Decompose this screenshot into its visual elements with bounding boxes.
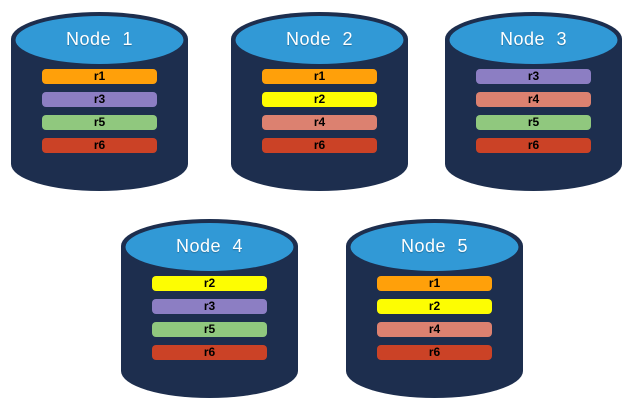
- cylinder-top-ellipse: [15, 16, 184, 64]
- replica-bar: r6: [152, 345, 267, 360]
- node-3: Node 3 r3 r4 r5 r6: [445, 12, 622, 191]
- replica-bar: r6: [476, 138, 591, 153]
- cylinder-top-ellipse: [125, 223, 294, 271]
- replica-bar: r2: [152, 276, 267, 291]
- node-title: Node 2: [285, 28, 354, 49]
- node-2: Node 2 r1 r2 r4 r6: [231, 12, 408, 191]
- node-1: Node 1 r1 r3 r5 r6: [11, 12, 188, 191]
- node-title: Node 5: [400, 235, 469, 256]
- replica-bar: r4: [377, 322, 492, 337]
- cylinder-top-ellipse: [449, 16, 618, 64]
- replica-bar: r5: [476, 115, 591, 130]
- replica-bar: r4: [262, 115, 377, 130]
- node-title: Node 1: [65, 28, 134, 49]
- replica-bar: r6: [262, 138, 377, 153]
- node-title: Node 3: [499, 28, 568, 49]
- replica-bar: r4: [476, 92, 591, 107]
- replica-bar: r3: [152, 299, 267, 314]
- node-title: Node 4: [175, 235, 244, 256]
- node-4: Node 4 r2 r3 r5 r6: [121, 219, 298, 398]
- replica-bar: r3: [42, 92, 157, 107]
- replica-bar: r1: [42, 69, 157, 84]
- replica-bar: r6: [42, 138, 157, 153]
- replica-bar: r6: [377, 345, 492, 360]
- node-5: Node 5 r1 r2 r4 r6: [346, 219, 523, 398]
- replica-bar: r3: [476, 69, 591, 84]
- replica-bar: r1: [262, 69, 377, 84]
- cylinder-top-ellipse: [350, 223, 519, 271]
- replica-bar: r5: [42, 115, 157, 130]
- replica-bar: r5: [152, 322, 267, 337]
- replica-bar: r2: [377, 299, 492, 314]
- cylinder-top-ellipse: [235, 16, 404, 64]
- replica-bar: r2: [262, 92, 377, 107]
- replica-bar: r1: [377, 276, 492, 291]
